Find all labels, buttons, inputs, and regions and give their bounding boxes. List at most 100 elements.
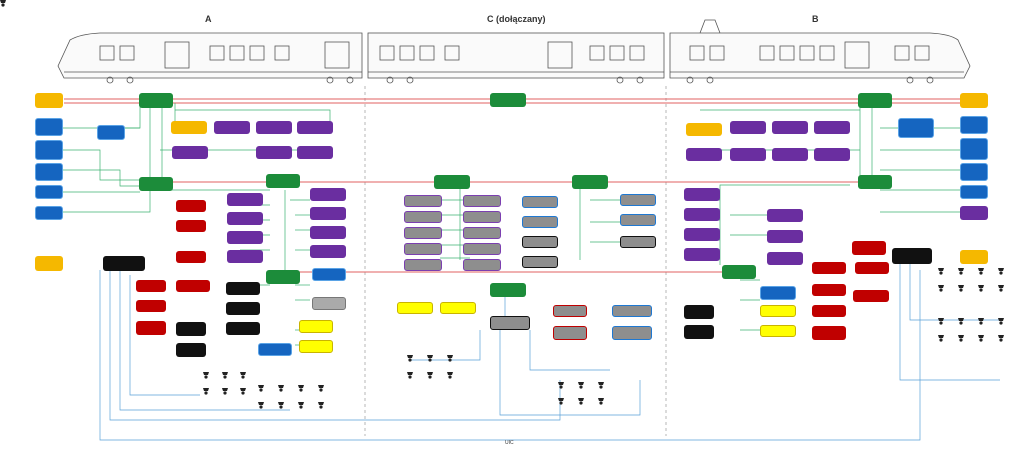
uic-label: UIC — [505, 440, 514, 446]
node-a-black-2 — [176, 343, 206, 357]
camera-icon — [0, 0, 6, 7]
node-c-purple-4 — [404, 243, 442, 255]
node-c-black-3 — [620, 236, 656, 248]
node-a-purple-3 — [297, 121, 333, 134]
node-b-red-2 — [812, 262, 846, 274]
node-a-blue-7 — [312, 268, 346, 281]
node-a-blue-1 — [35, 118, 63, 136]
node-a-yellow-1 — [299, 320, 333, 333]
node-b-purple-8 — [684, 188, 720, 201]
node-c-red-1 — [553, 305, 587, 317]
node-b-blue-1 — [960, 116, 988, 134]
node-a-nvr — [103, 256, 145, 271]
node-c-blue-2 — [522, 216, 558, 228]
node-a-purple-4 — [172, 146, 208, 159]
node-b-gold-mid — [686, 123, 722, 136]
node-c-blue-3 — [620, 194, 656, 206]
node-b-purple-3 — [814, 121, 850, 134]
node-b-blue-6 — [760, 286, 796, 300]
switch-c-2 — [434, 175, 470, 189]
node-b-blue-5 — [898, 118, 934, 138]
node-b-red-1 — [852, 241, 886, 255]
node-b-purple-side — [960, 206, 988, 220]
car-a-title: A — [205, 14, 212, 24]
node-b-gold-top — [960, 93, 988, 108]
switch-a-2 — [139, 177, 173, 191]
node-b-black-2 — [684, 325, 714, 339]
node-a-purple-14 — [310, 245, 346, 258]
node-c-black-1 — [522, 236, 558, 248]
node-c-purple-5 — [404, 259, 442, 271]
node-b-purple-5 — [730, 148, 766, 161]
node-a-blue-2 — [35, 140, 63, 160]
node-a-blue-8 — [258, 343, 292, 356]
switch-a-1 — [139, 93, 173, 108]
node-c-purple-6 — [463, 195, 501, 207]
node-b-nvr — [892, 248, 932, 264]
node-c-blue-1 — [522, 196, 558, 208]
node-a-black-1 — [176, 322, 206, 336]
node-b-purple-4 — [686, 148, 722, 161]
node-b-purple-14 — [767, 252, 803, 265]
node-c-yellow-1 — [397, 302, 433, 314]
node-a-red-2 — [176, 220, 206, 232]
node-b-blue-3 — [960, 163, 988, 181]
node-c-blue-6 — [612, 326, 652, 340]
node-a-gold-top — [35, 93, 63, 108]
node-a-black-5 — [226, 322, 260, 335]
node-a-gold-bottom — [35, 256, 63, 271]
node-a-red-7 — [136, 321, 166, 335]
node-a-purple-2 — [256, 121, 292, 134]
node-a-red-5 — [176, 280, 210, 292]
node-a-purple-7 — [227, 193, 263, 206]
node-a-purple-13 — [310, 226, 346, 239]
node-b-purple-6 — [772, 148, 808, 161]
node-a-purple-11 — [310, 188, 346, 201]
node-a-purple-5 — [256, 146, 292, 159]
node-a-black-4 — [226, 302, 260, 315]
node-b-yellow-2 — [760, 325, 796, 337]
node-c-purple-2 — [404, 211, 442, 223]
node-b-red-3 — [855, 262, 889, 274]
node-c-blue-4 — [620, 214, 656, 226]
node-c-purple-9 — [463, 243, 501, 255]
node-c-blue-5 — [612, 305, 652, 317]
node-b-purple-9 — [684, 208, 720, 221]
node-b-purple-7 — [814, 148, 850, 161]
node-b-purple-2 — [772, 121, 808, 134]
node-b-purple-13 — [767, 230, 803, 243]
train-car-a-icon — [57, 32, 363, 84]
node-a-purple-9 — [227, 231, 263, 244]
node-b-purple-11 — [684, 248, 720, 261]
node-a-yellow-2 — [299, 340, 333, 353]
node-b-purple-12 — [767, 209, 803, 222]
node-c-red-2 — [553, 326, 587, 340]
node-a-grey-1 — [312, 297, 346, 310]
node-a-purple-8 — [227, 212, 263, 225]
node-a-black-3 — [226, 282, 260, 295]
node-b-red-6 — [812, 305, 846, 317]
switch-b-2 — [858, 175, 892, 189]
node-a-purple-10 — [227, 250, 263, 263]
switch-c-4 — [490, 283, 526, 297]
node-c-purple-1 — [404, 195, 442, 207]
train-car-b-icon — [669, 19, 971, 84]
train-car-c-icon — [367, 32, 665, 84]
node-a-red-1 — [176, 200, 206, 212]
node-b-gold-bottom — [960, 250, 988, 264]
node-a-purple-6 — [297, 146, 333, 159]
node-c-purple-7 — [463, 211, 501, 223]
node-a-blue-5 — [35, 206, 63, 220]
switch-a-3 — [266, 174, 300, 188]
node-b-red-7 — [812, 326, 846, 340]
car-b-title: B — [812, 14, 819, 24]
switch-a-4 — [266, 270, 300, 284]
switch-b-3 — [722, 265, 756, 279]
node-b-blue-4 — [960, 185, 988, 199]
node-a-purple-1 — [214, 121, 250, 134]
node-b-blue-2 — [960, 138, 988, 160]
node-b-red-4 — [812, 284, 846, 296]
node-b-red-5 — [853, 290, 889, 302]
switch-c-3 — [572, 175, 608, 189]
